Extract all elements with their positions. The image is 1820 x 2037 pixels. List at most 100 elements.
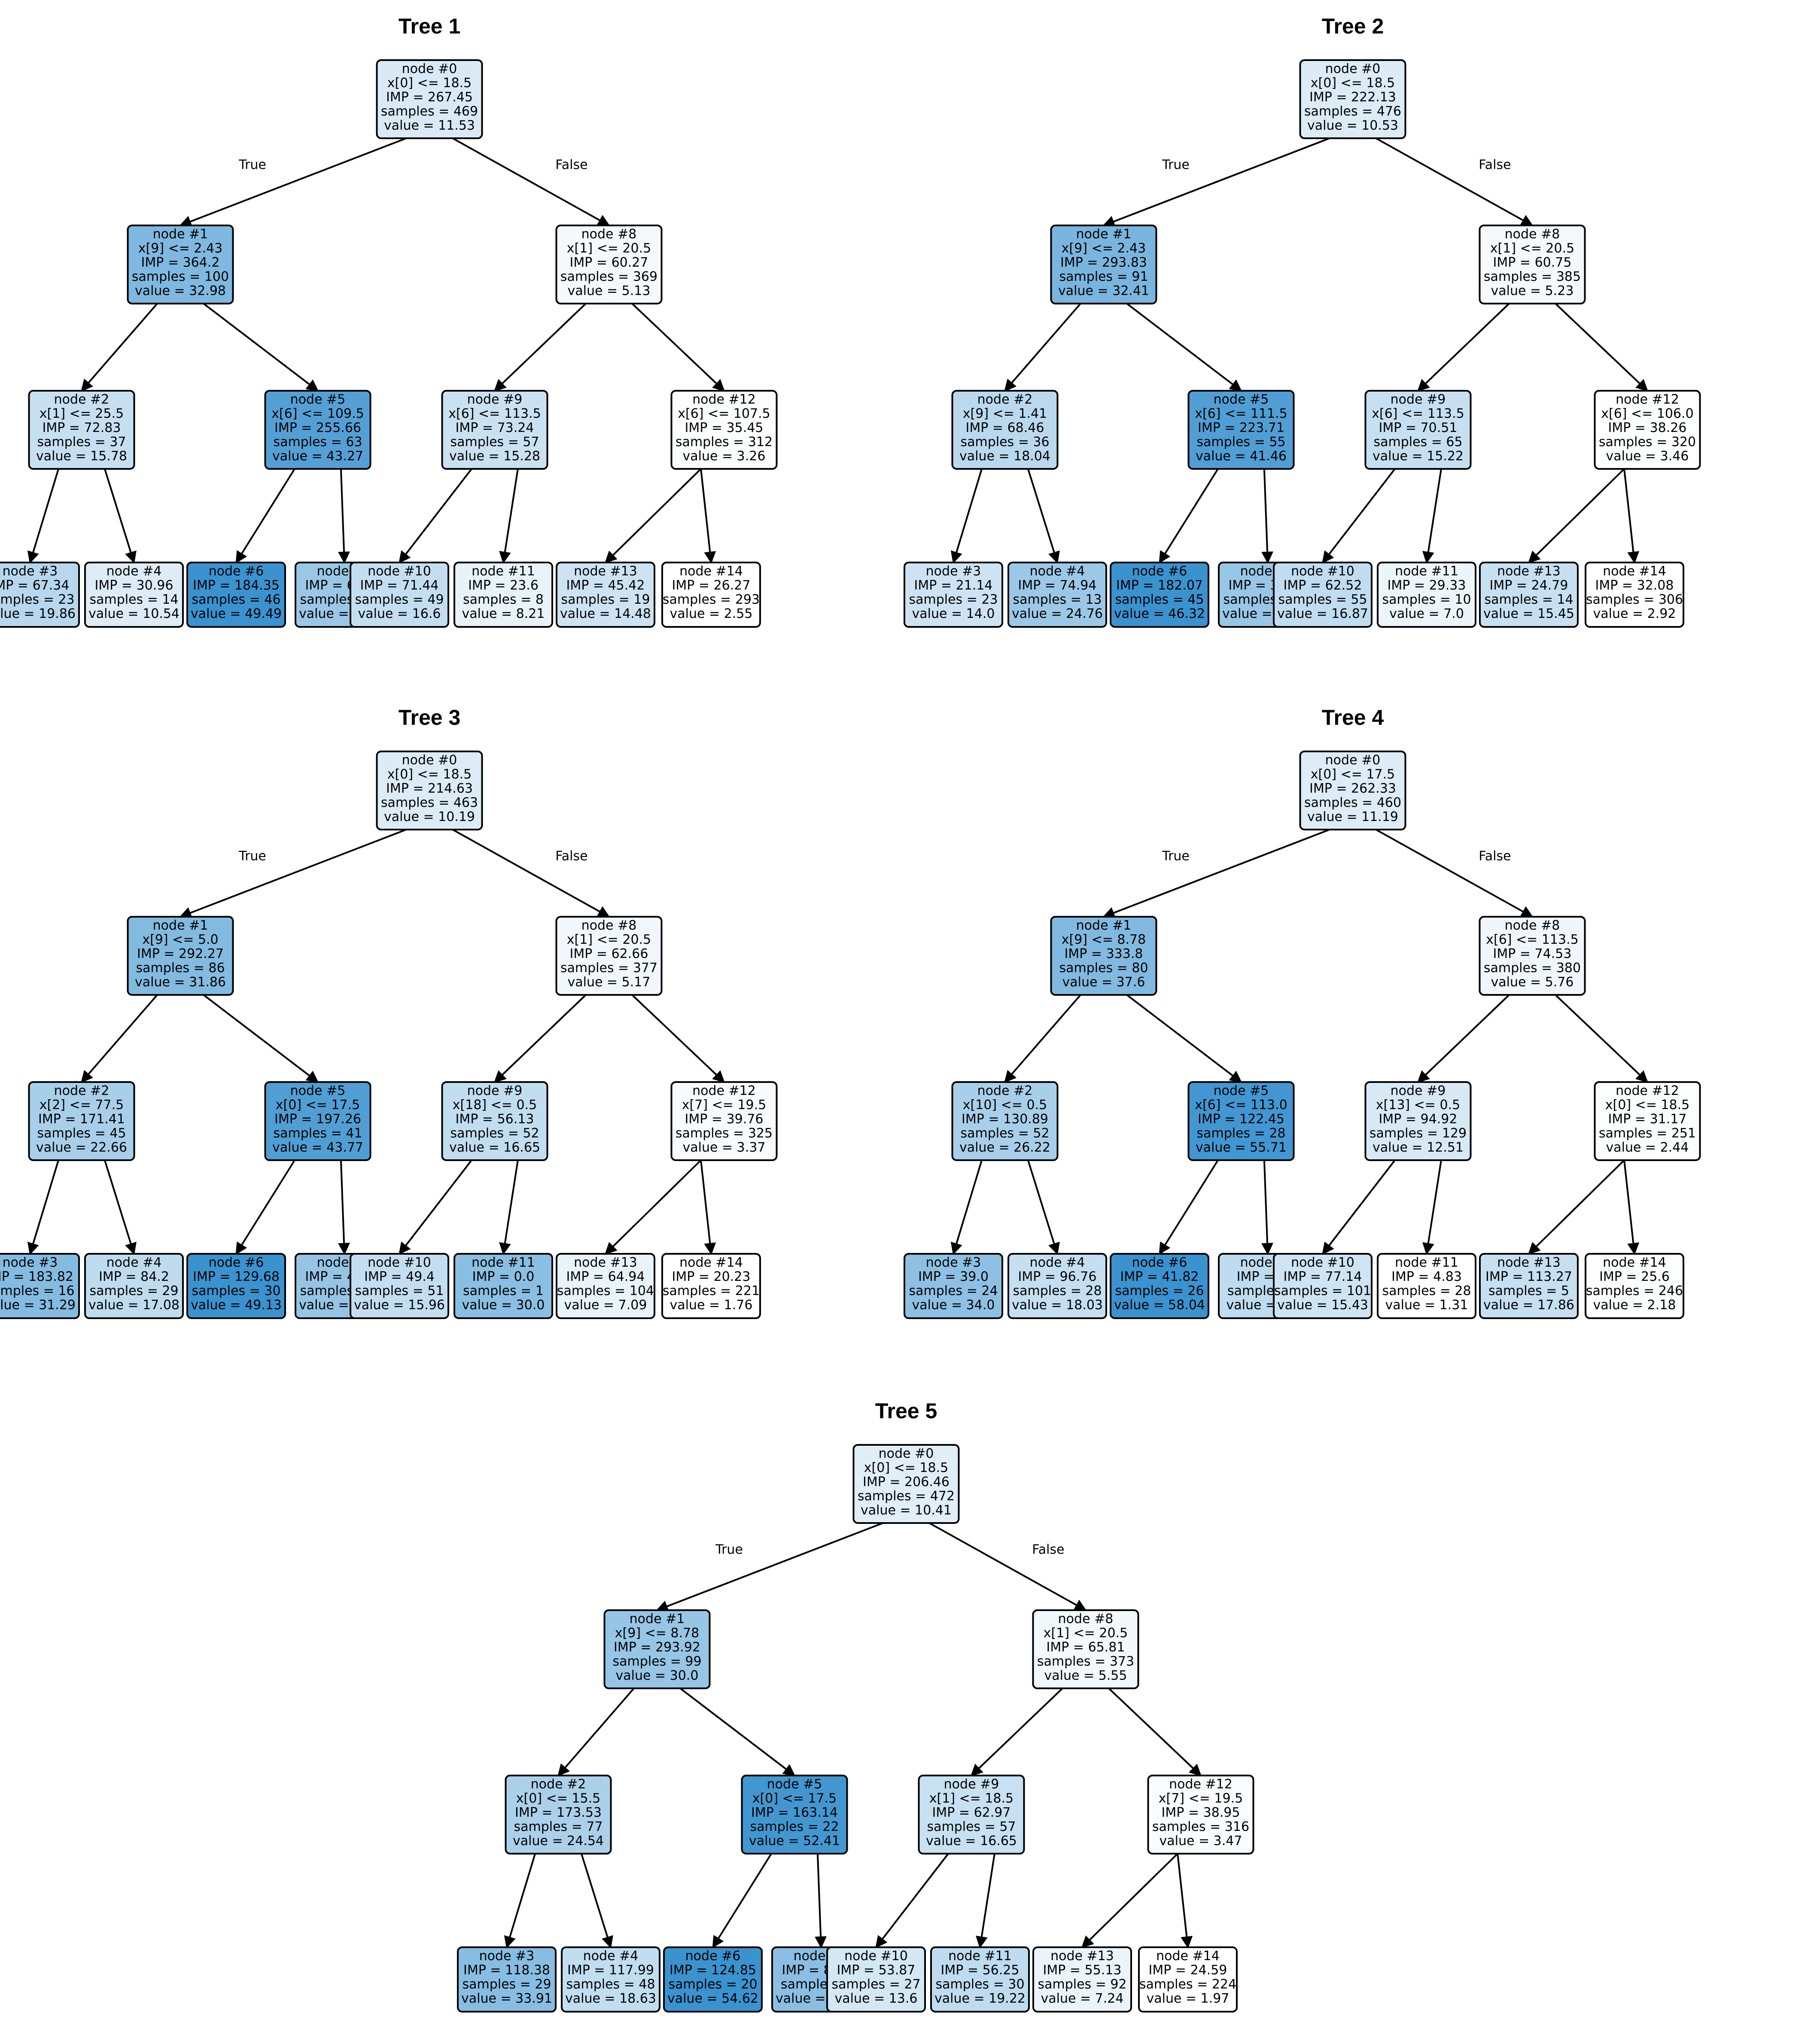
node-id: node #1 — [153, 918, 208, 933]
node-samples: samples = 8 — [463, 592, 544, 607]
node-imp: IMP = 68.46 — [966, 420, 1044, 435]
node-value: value = 15.43 — [1277, 1298, 1368, 1313]
node-samples: samples = 28 — [1382, 1283, 1471, 1298]
tree-edge — [1108, 1687, 1202, 1776]
node-id: node #6 — [209, 564, 264, 579]
node-value: value = 3.37 — [683, 1140, 766, 1155]
node-value: value = 2.92 — [1593, 606, 1676, 621]
node-imp: IMP = 23.6 — [468, 578, 539, 593]
node-id: node #8 — [581, 227, 637, 242]
node-id: node #4 — [107, 564, 162, 579]
branch-label-true: True — [1162, 849, 1190, 864]
node-value: value = 16.87 — [1277, 606, 1368, 621]
node-value: value = 10.53 — [1307, 118, 1398, 133]
node-samples: samples = 13 — [1013, 592, 1102, 607]
node-id: node #10 — [368, 1255, 431, 1270]
node-value: value = 5.55 — [1044, 1668, 1127, 1683]
node-value: value = 15.96 — [354, 1298, 445, 1313]
node-id: node #0 — [879, 1446, 934, 1461]
node-samples: samples = 293 — [663, 592, 760, 607]
node-samples: samples = 221 — [663, 1283, 760, 1298]
node-id: node #1 — [1076, 227, 1132, 242]
node-id: node #14 — [679, 1255, 743, 1270]
node-value: value = 26.22 — [959, 1140, 1050, 1155]
node-value: value = 12.51 — [1373, 1140, 1464, 1155]
node-imp: IMP = 223.71 — [1198, 420, 1284, 435]
node-id: node #8 — [1505, 227, 1560, 242]
node-box — [1187, 390, 1295, 470]
node-id: node #9 — [467, 392, 523, 407]
node-samples: samples = 23 — [0, 592, 75, 607]
node-id: node #2 — [531, 1777, 586, 1792]
node-value: value = 8.21 — [462, 606, 545, 621]
tree-edge — [1322, 468, 1396, 564]
node-box — [661, 562, 761, 628]
node-samples: samples = 77 — [514, 1819, 603, 1834]
node-id: node #4 — [107, 1255, 162, 1270]
node-box — [1594, 390, 1701, 470]
node-box — [350, 1253, 449, 1319]
node-rule: x[0] <= 18.5 — [387, 76, 472, 91]
node-rule: x[1] <= 20.5 — [567, 932, 651, 947]
node-value: value = 5.17 — [568, 975, 651, 990]
node-samples: samples = 380 — [1484, 961, 1581, 976]
node-id: node #12 — [692, 1083, 756, 1098]
node-id: node #10 — [1291, 1255, 1354, 1270]
node-rule: x[0] <= 17.5 — [276, 1098, 360, 1113]
node-box — [1479, 1253, 1579, 1319]
node-samples: samples = 24 — [909, 1283, 998, 1298]
node-imp: IMP = 39.0 — [918, 1269, 989, 1284]
node-imp: IMP = 74.94 — [1018, 578, 1097, 593]
node-rule: x[1] <= 25.5 — [40, 406, 124, 421]
node-imp: IMP = 293.92 — [614, 1640, 700, 1655]
node-rule: x[9] <= 2.43 — [138, 241, 222, 256]
node-value: value = 52.41 — [749, 1833, 840, 1849]
node-imp: IMP = 32.08 — [1595, 578, 1674, 593]
node-samples: samples = 10 — [1382, 592, 1471, 607]
node-rule: x[1] <= 20.5 — [567, 241, 651, 256]
tree-edge — [1261, 1160, 1274, 1255]
node-box — [1585, 562, 1684, 628]
node-samples: samples = 23 — [909, 592, 998, 607]
node-samples: samples = 45 — [1115, 592, 1204, 607]
node-value: value = 14.0 — [912, 606, 995, 621]
node-box — [556, 1253, 655, 1319]
tree-edge — [815, 1853, 827, 1949]
tree-title: Tree 2 — [1322, 14, 1384, 38]
node-value: value = 49.49 — [191, 606, 282, 621]
node-box — [556, 562, 655, 628]
node-value: value = 41.46 — [1196, 449, 1287, 464]
node-id: node #5 — [290, 1083, 346, 1098]
node-value: value = 22.66 — [36, 1140, 127, 1155]
node-imp: IMP = 62.97 — [932, 1805, 1011, 1820]
node-imp: IMP = 53.87 — [837, 1963, 916, 1978]
node-value: value = 15.45 — [1483, 606, 1574, 621]
node-samples: samples = 48 — [566, 1977, 655, 1992]
node-value: value = 49.13 — [191, 1298, 282, 1313]
node-box — [84, 1253, 184, 1319]
node-box — [0, 1253, 80, 1319]
tree-edge — [27, 1160, 60, 1255]
node-samples: samples = 30 — [935, 1977, 1024, 1992]
node-id: node #3 — [926, 1255, 981, 1270]
